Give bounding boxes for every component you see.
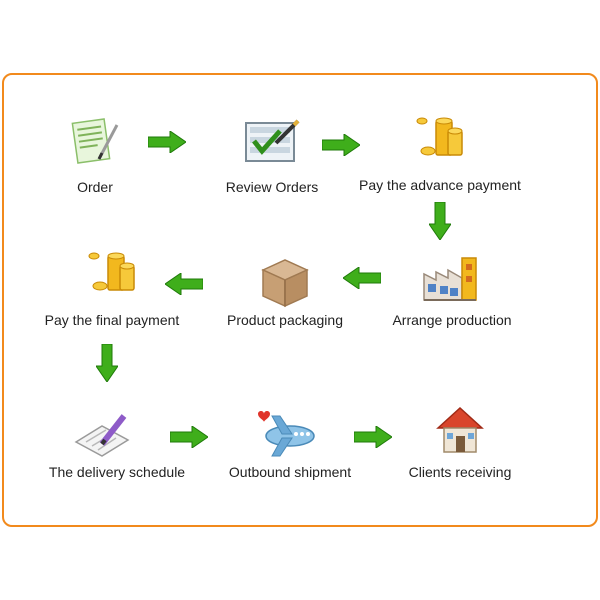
step-label-delivery-schedule: The delivery schedule	[48, 464, 186, 480]
arrow-right-icon	[148, 131, 186, 153]
arrow-left-icon	[343, 267, 381, 289]
arrow-right-icon	[322, 134, 360, 156]
gold-coins-icon	[82, 246, 142, 306]
arrow-down-icon	[429, 202, 451, 240]
house-icon	[430, 400, 490, 460]
airplane-icon	[256, 406, 316, 466]
arrow-down-icon	[96, 344, 118, 382]
factory-icon	[418, 248, 478, 308]
pencil-document-icon	[72, 406, 132, 466]
arrow-right-icon	[170, 426, 208, 448]
order-form-icon	[65, 113, 125, 173]
cardboard-box-icon	[255, 250, 315, 310]
step-label-review-orders: Review Orders	[225, 179, 319, 195]
step-label-product-packaging: Product packaging	[227, 312, 343, 328]
review-checklist-icon	[240, 113, 300, 173]
step-label-outbound-shipment: Outbound shipment	[228, 464, 352, 480]
gold-coins-icon	[410, 111, 470, 171]
step-label-clients-receiving: Clients receiving	[408, 464, 512, 480]
step-label-order: Order	[77, 179, 113, 195]
step-label-advance-payment: Pay the advance payment	[359, 177, 521, 193]
arrow-left-icon	[165, 273, 203, 295]
step-label-final-payment: Pay the final payment	[44, 312, 180, 328]
arrow-right-icon	[354, 426, 392, 448]
step-label-arrange-production: Arrange production	[392, 312, 512, 328]
